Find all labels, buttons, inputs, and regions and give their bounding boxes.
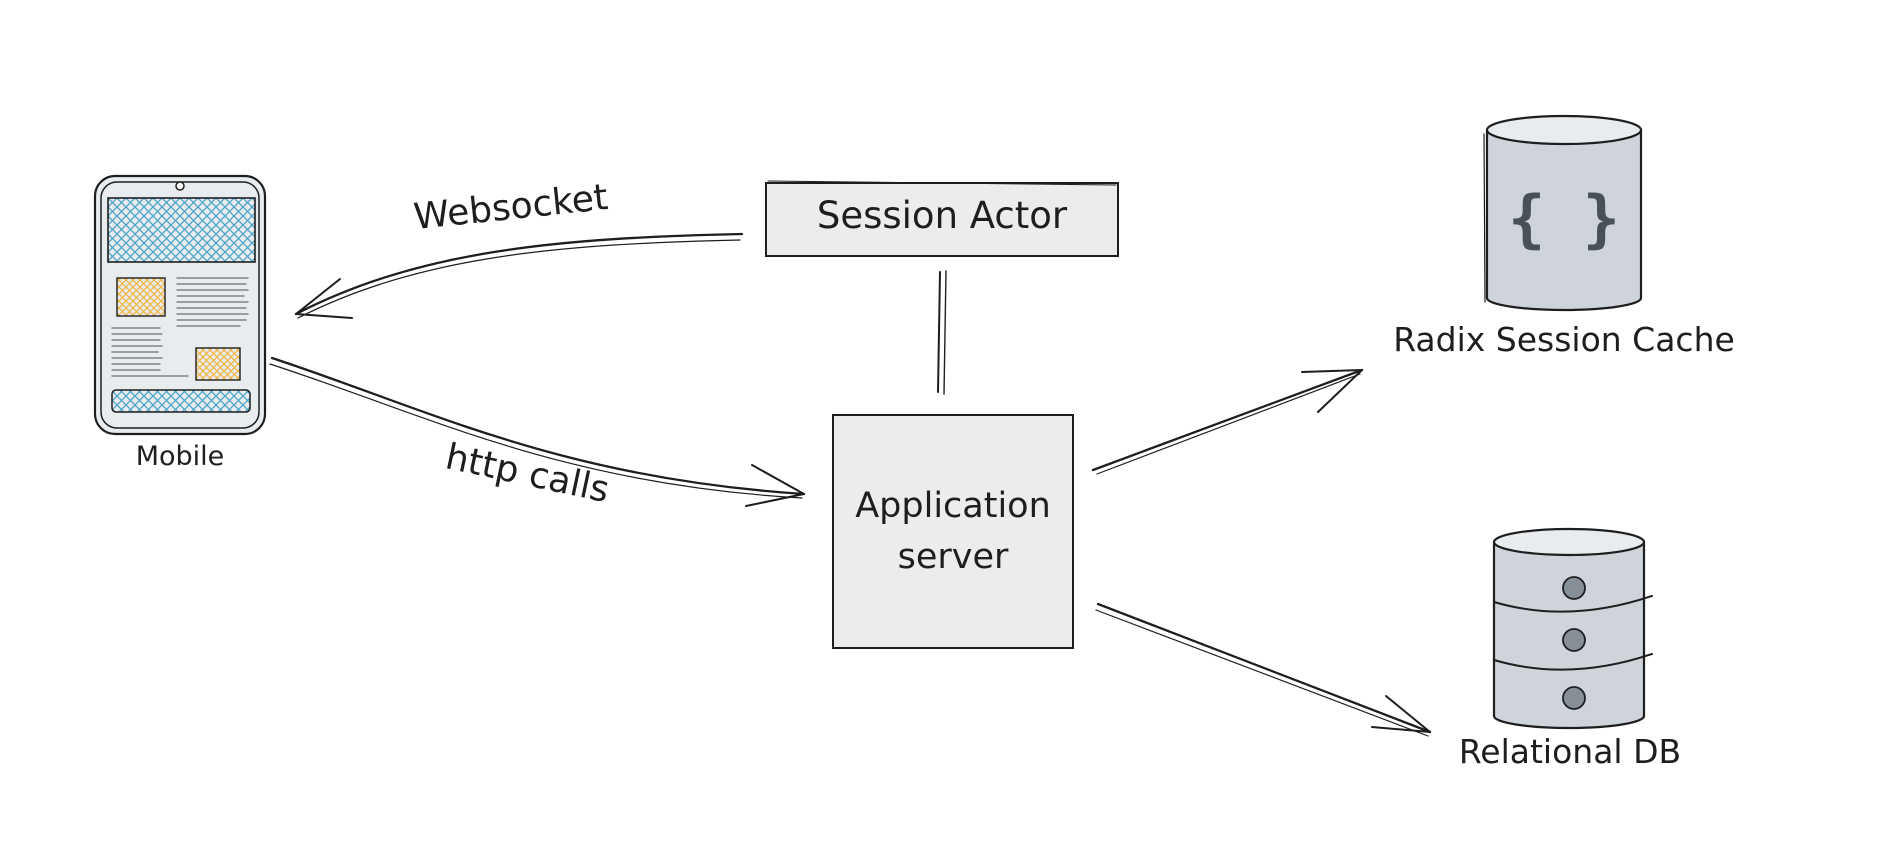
relational-db-node: Relational DB [1459,527,1681,771]
session-actor-label: Session Actor [817,194,1068,237]
session-cache-label: Radix Session Cache [1393,320,1735,359]
application-server-label-line2: server [898,537,1009,577]
relational-db-label: Relational DB [1459,732,1681,771]
database-icon [1492,527,1653,730]
application-server-box [832,414,1074,649]
mobile-node: Mobile [93,174,267,472]
websocket-label: Websocket [412,177,610,238]
application-server-node: Application server [832,414,1074,649]
mobile-label: Mobile [136,441,225,472]
application-server-label-line1: Application [855,486,1051,526]
session-cache-node: { } Radix Session Cache [1393,114,1735,359]
session-actor-connector [937,270,947,395]
websocket-arrow: Websocket [294,177,744,319]
session-actor-node: Session Actor [765,180,1119,257]
http-calls-arrow: http calls [269,356,806,511]
mobile-phone-icon [93,174,267,436]
http-calls-label: http calls [442,436,613,511]
cache-cylinder-icon: { } [1483,114,1643,312]
cache-arrow [1091,368,1364,475]
json-braces-icon: { } [1508,182,1620,255]
db-arrow [1095,602,1432,737]
